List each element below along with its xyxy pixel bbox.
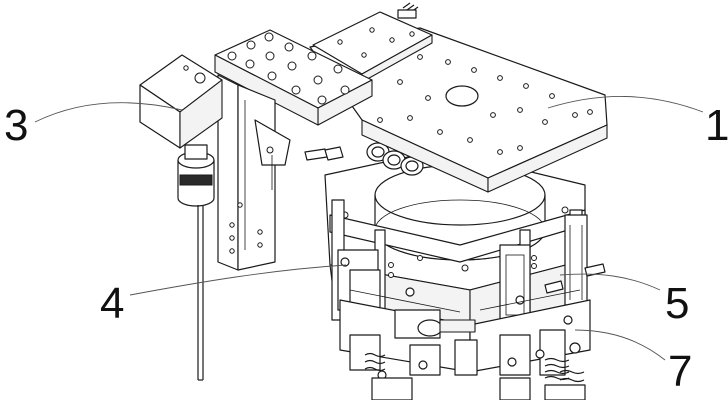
lower-frame-assembly	[324, 149, 606, 400]
cable-glands	[304, 142, 424, 176]
callout-3: 3	[4, 101, 29, 150]
leader-1	[547, 96, 704, 113]
callout-5: 5	[665, 279, 690, 328]
leader-3	[34, 102, 183, 123]
callout-7: 7	[668, 347, 693, 396]
callout-1: 1	[705, 101, 728, 150]
leader-lines	[34, 96, 704, 361]
leader-5	[559, 273, 661, 291]
motor-sensor-unit	[139, 54, 223, 381]
callout-4: 4	[100, 279, 125, 328]
sensor-bracket	[214, 29, 373, 271]
leader-4	[129, 264, 347, 296]
leader-7	[574, 329, 666, 361]
